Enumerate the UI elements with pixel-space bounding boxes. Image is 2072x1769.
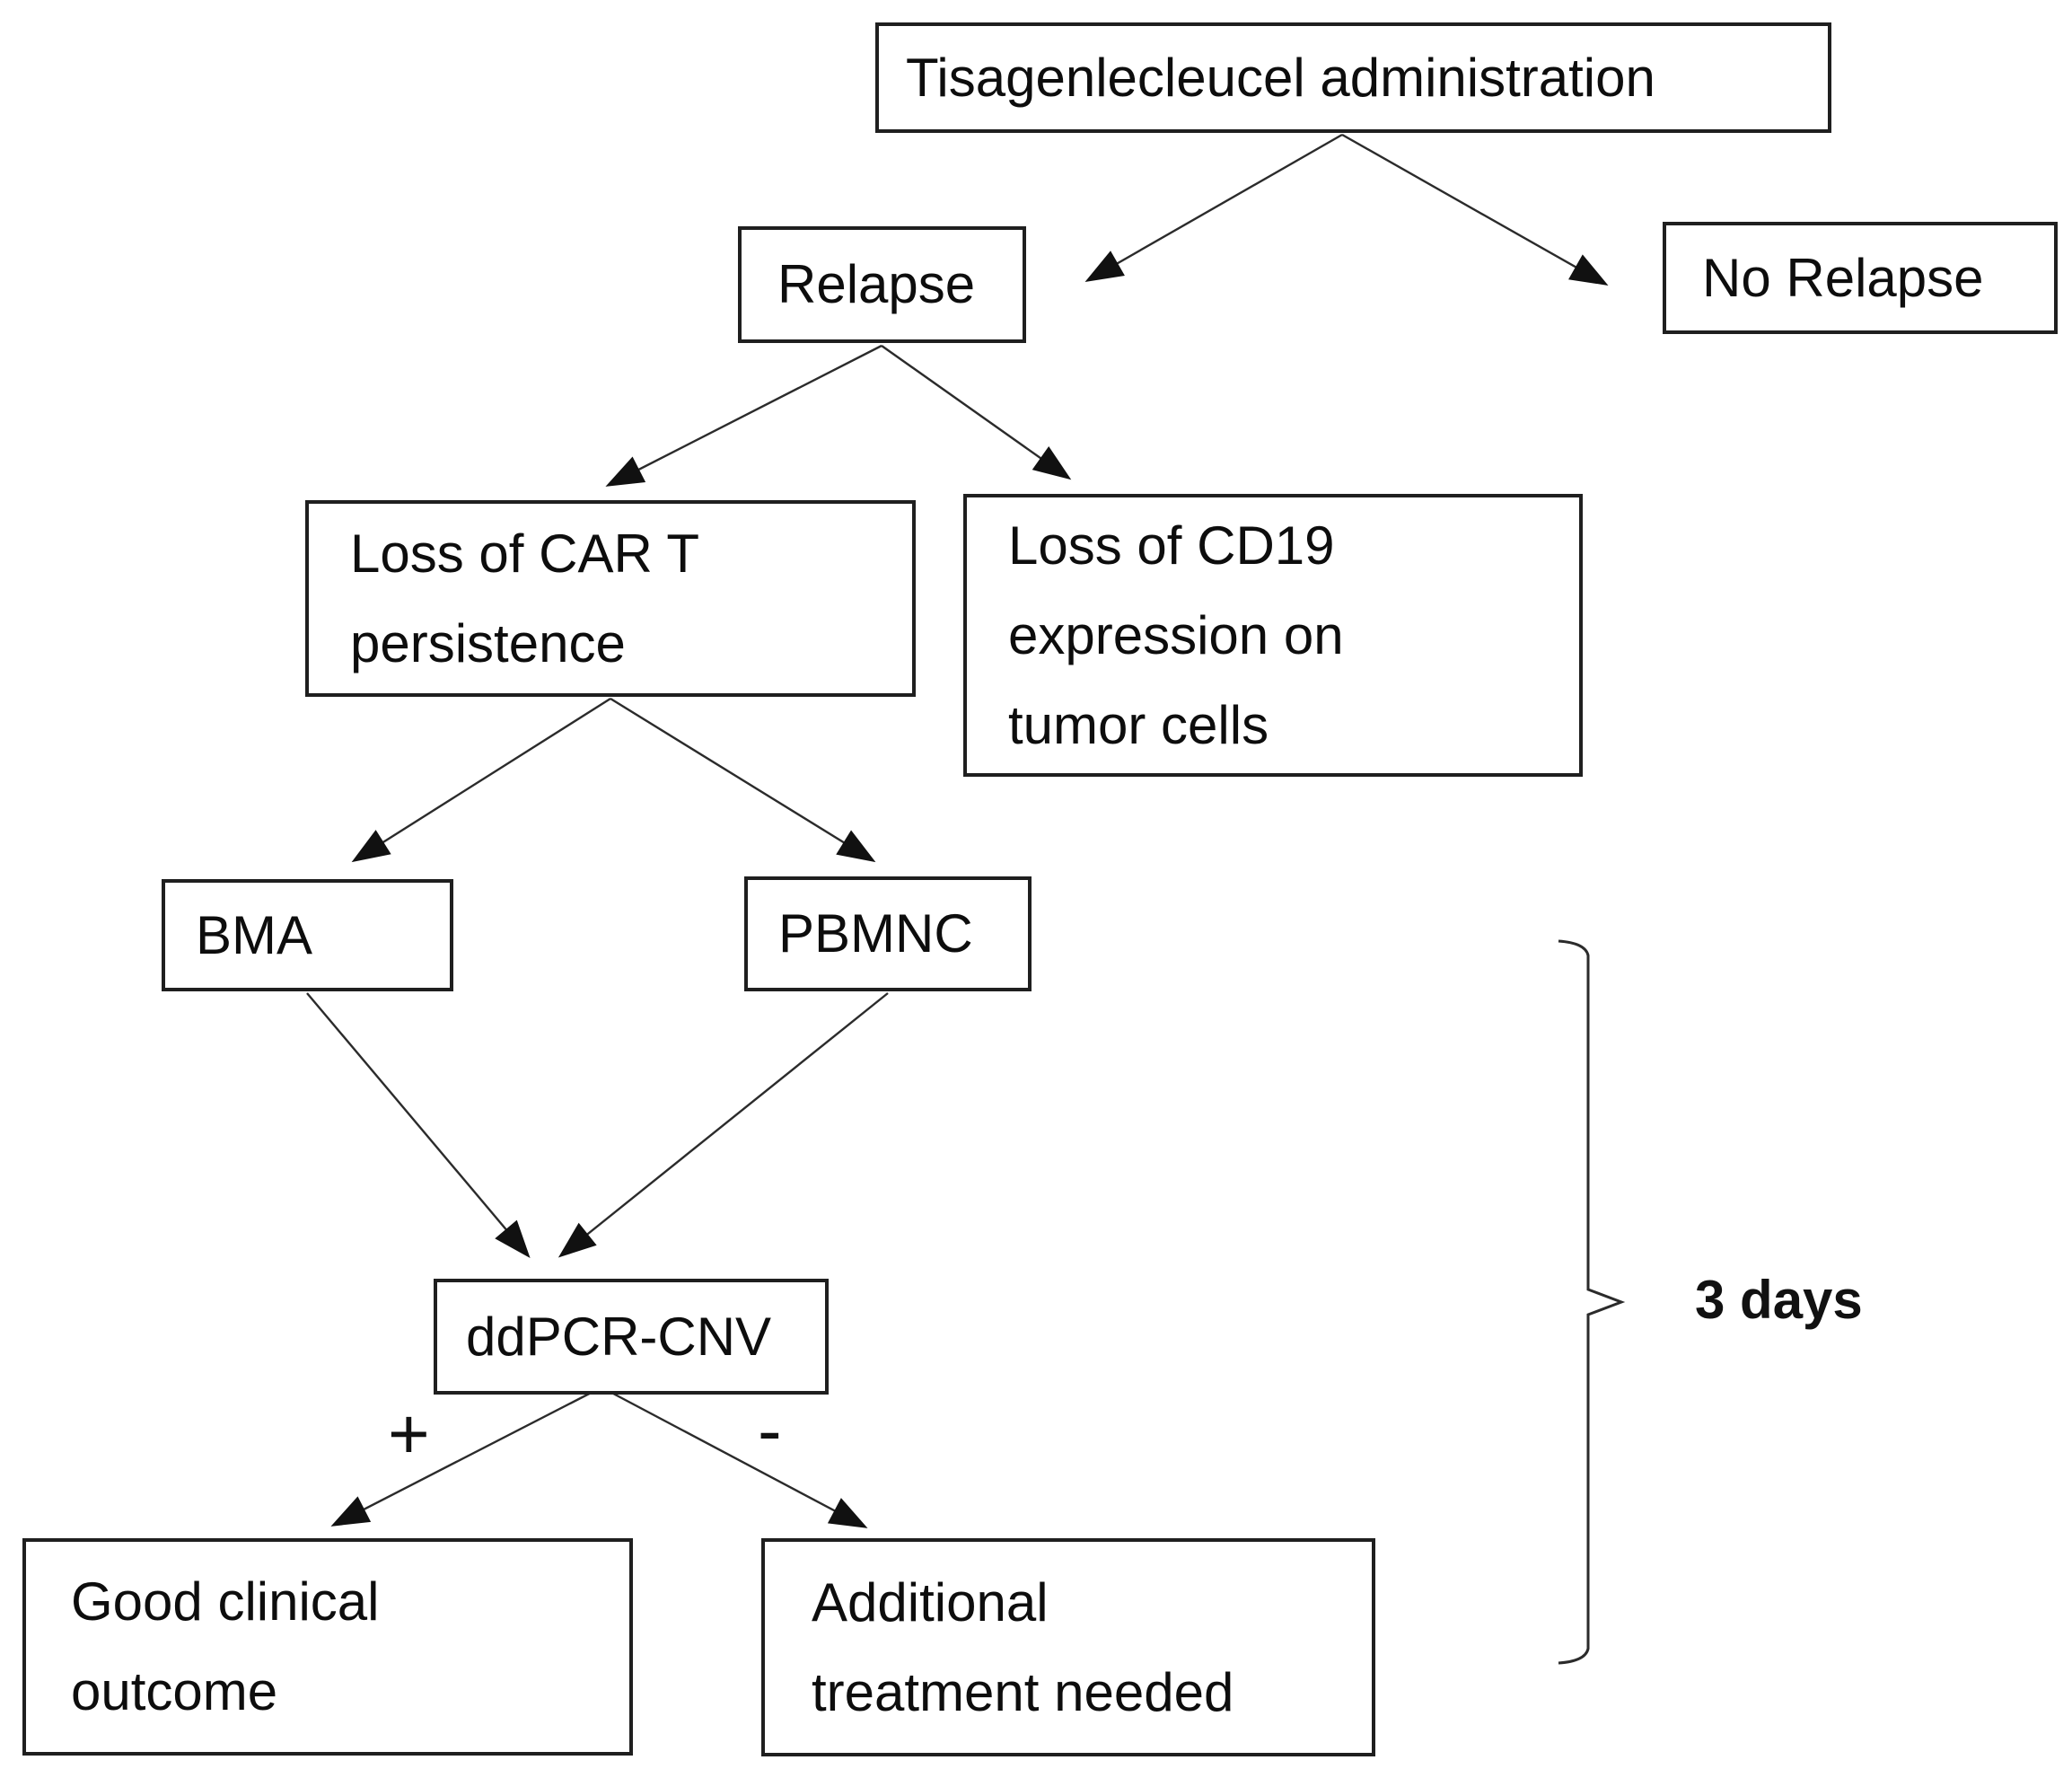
node-relapse: Relapse — [738, 226, 1026, 343]
node-ddpcr-cnv: ddPCR-CNV — [434, 1279, 829, 1395]
node-tisagenlecleucel-administration: Tisagenlecleucel administration — [875, 22, 1831, 133]
edge-loss-cart-to-pbmnc — [610, 697, 876, 863]
edge-ddpcr-to-good-outcome — [330, 1386, 602, 1527]
node-label-line2: expression on — [1008, 604, 1344, 665]
node-label: ddPCR-CNV — [466, 1306, 772, 1367]
node-label-line3: tumor cells — [1008, 694, 1269, 755]
edge-pbmnc-to-ddpcr — [558, 992, 889, 1258]
node-label: Relapse — [777, 254, 976, 314]
node-loss-of-car-t-persistence: Loss of CAR T persistence — [305, 500, 916, 697]
edge-admin-to-no-relapse — [1341, 133, 1609, 286]
edge-relapse-to-loss-cd19 — [881, 345, 1072, 480]
node-label-line1: Good clinical — [71, 1571, 380, 1632]
node-loss-of-cd19-expression: Loss of CD19 expression on tumor cells — [963, 494, 1583, 777]
node-label-line1: Loss of CAR T — [350, 523, 700, 584]
node-no-relapse: No Relapse — [1663, 222, 2058, 334]
edge-admin-to-relapse — [1084, 133, 1343, 282]
node-label: PBMNC — [778, 903, 973, 964]
edge-bma-to-ddpcr — [306, 992, 531, 1259]
node-bma: BMA — [162, 879, 453, 991]
duration-bracket — [1558, 939, 1626, 1665]
edge-relapse-to-loss-cart — [605, 344, 882, 487]
node-additional-treatment-needed: Additional treatment needed — [761, 1538, 1375, 1756]
node-label-line2: treatment needed — [812, 1661, 1234, 1722]
node-label-line1: Loss of CD19 — [1008, 515, 1335, 576]
edge-loss-cart-to-bma — [351, 697, 611, 863]
node-label: Tisagenlecleucel administration — [906, 47, 1655, 108]
edge-ddpcr-to-additional-treatment — [601, 1386, 868, 1528]
node-label-line2: outcome — [71, 1661, 278, 1721]
node-label: BMA — [196, 904, 313, 965]
node-good-clinical-outcome: Good clinical outcome — [22, 1538, 633, 1756]
duration-annotation: 3 days — [1695, 1270, 1863, 1330]
edge-label-negative: - — [758, 1390, 782, 1470]
node-label-line1: Additional — [812, 1571, 1049, 1633]
node-label-line2: persistence — [350, 612, 626, 673]
node-pbmnc: PBMNC — [744, 876, 1032, 991]
node-label: No Relapse — [1702, 247, 1984, 308]
edge-label-positive: + — [388, 1394, 430, 1474]
